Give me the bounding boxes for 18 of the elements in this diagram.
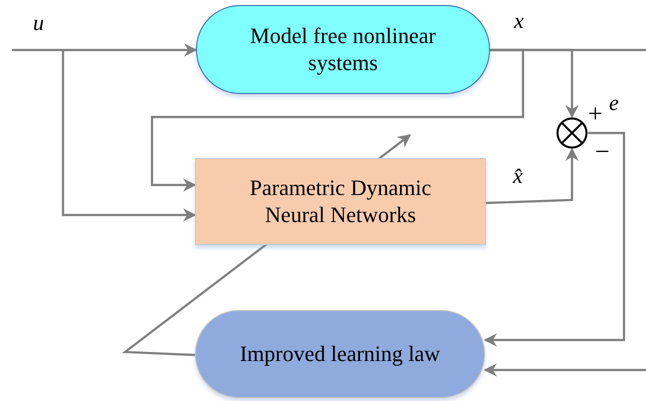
node-label: Parametric Dynamic Neural Networks xyxy=(248,175,432,228)
process-box xyxy=(195,158,486,245)
arrow xyxy=(486,148,579,204)
arrow xyxy=(490,48,579,118)
node-label: Model free nonlinear systems xyxy=(249,23,437,76)
arrow xyxy=(150,48,524,192)
signal-label: x̂ xyxy=(513,165,523,187)
signal-label: u xyxy=(33,12,44,34)
arrow xyxy=(12,43,198,57)
signal-label: e xyxy=(609,92,619,114)
arrow xyxy=(484,132,626,347)
signal-label: − xyxy=(595,139,610,165)
signal-label: + xyxy=(588,101,603,127)
summing-junction xyxy=(556,117,588,149)
signal-label: x xyxy=(514,10,524,32)
arrow xyxy=(62,50,196,222)
arrow xyxy=(484,363,646,377)
node-label: Improved learning law xyxy=(240,340,440,368)
